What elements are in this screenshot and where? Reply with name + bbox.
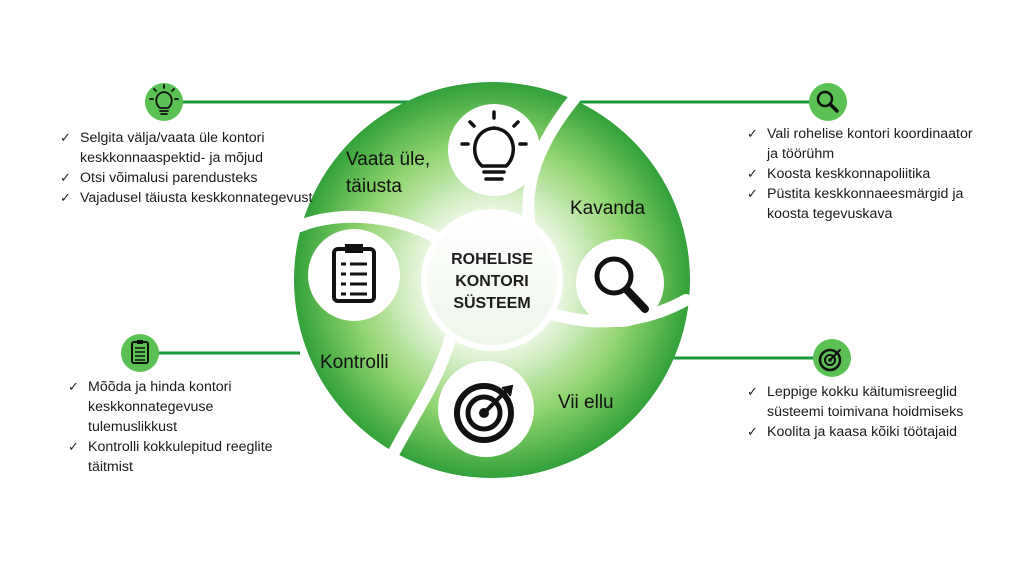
segment-label-check: Kontrolli (320, 352, 389, 373)
list-item: Koolita ja kaasa kõiki töötajaid (745, 422, 980, 442)
badge-bottom-right (813, 339, 851, 377)
list-item: Mõõda ja hinda kontori keskkonnategevuse… (66, 377, 301, 437)
center-label-line-1: ROHELISE (451, 251, 533, 268)
badge-top-right (809, 83, 847, 121)
list-item: Püstita keskkonnaeesmärgid ja koosta teg… (745, 184, 980, 224)
center-label-line-3: SÜSTEEM (453, 293, 530, 312)
plan-icon-circle (576, 239, 664, 327)
list-item: Otsi võimalusi parendusteks (58, 168, 318, 188)
list-item: Selgita välja/vaata üle kontori keskkonn… (58, 128, 318, 168)
segment-divider (294, 210, 446, 246)
list-item: Koosta keskkonnapoliitika (745, 164, 980, 184)
badge-bottom-left (121, 334, 159, 372)
badge-top-left (145, 83, 183, 121)
check-icon-circle (308, 229, 400, 321)
center-label-line-2: KONTORI (455, 273, 528, 290)
bullet-list-top-left: Selgita välja/vaata üle kontori keskkonn… (58, 128, 318, 208)
segment-label-review-line-2: täiusta (346, 176, 402, 197)
segment-divider (522, 80, 591, 234)
lightbulb-icon (149, 84, 179, 115)
bullet-list-top-right: Vali rohelise kontori koordinaator ja tö… (745, 124, 980, 224)
clipboard-checklist-icon (332, 244, 376, 303)
list-item: Vali rohelise kontori koordinaator ja tö… (745, 124, 980, 164)
lightbulb-icon (460, 110, 528, 181)
segment-divider (384, 326, 458, 466)
bullet-list-bottom-left: Mõõda ja hinda kontori keskkonnategevuse… (66, 377, 301, 477)
magnifier-icon (816, 90, 839, 113)
segment-label-review-line-1: Vaata üle, (346, 149, 430, 170)
do-icon-circle (438, 361, 534, 457)
list-item: Kontrolli kokkulepitud reeglite täitmist (66, 437, 301, 477)
segment-label-plan: Kavanda (570, 198, 645, 219)
segment-label-do: Vii ellu (558, 392, 614, 413)
list-item: Vajadusel täiusta keskkonnategevust (58, 188, 318, 208)
review-icon-circle (448, 104, 540, 196)
clipboard-checklist-icon (131, 340, 149, 364)
target-icon (454, 383, 514, 443)
magnifier-icon (594, 256, 649, 313)
center-circle (421, 209, 563, 351)
bullet-list-bottom-right: Leppige kokku käitumisreeglid süsteemi t… (745, 382, 980, 442)
target-icon (818, 348, 842, 372)
list-item: Leppige kokku käitumisreeglid süsteemi t… (745, 382, 980, 422)
